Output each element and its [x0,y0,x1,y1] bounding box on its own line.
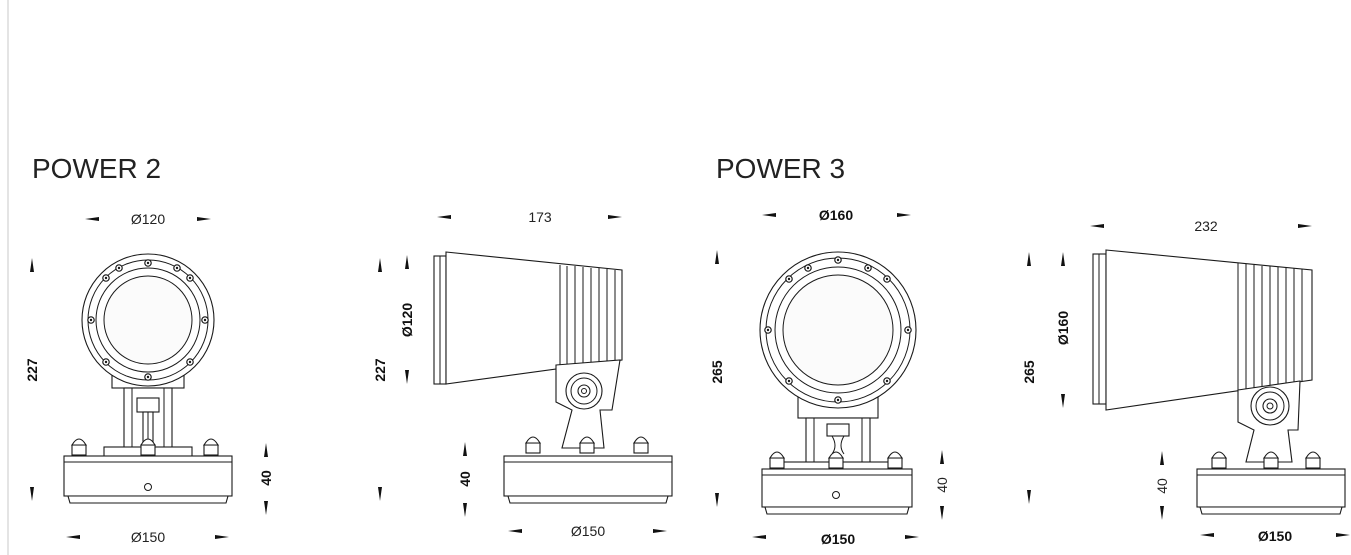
power2-front-height-label: 227 [24,358,40,382]
power3-side-height-label: 265 [1021,360,1037,384]
power2-side-head-diameter-label: Ø120 [399,303,415,337]
power3-side-base-diameter-label: Ø150 [1258,528,1292,544]
power2-front-view: Ø120 227 40 Ø150 [24,211,274,545]
power3-side-head-diameter-label: Ø160 [1055,311,1071,345]
power3-front-base-diameter-label: Ø150 [821,531,855,547]
product-title-power-3: POWER 3 [716,153,845,184]
power3-side-view: 232 Ø160 265 40 Ø150 [1021,218,1350,544]
product-title-power-2: POWER 2 [32,153,161,184]
power3-front-base-height-label: 40 [934,477,950,493]
power3-front-head-diameter-label: Ø160 [819,207,853,223]
power2-side-length-label: 173 [528,209,552,225]
power2-side-base-height-label: 40 [457,471,473,487]
power2-front-head-diameter-label: Ø120 [131,211,165,227]
power3-side-length-label: 232 [1194,218,1218,234]
power2-front-base-diameter-label: Ø150 [131,529,165,545]
power2-side-base-diameter-label: Ø150 [571,523,605,539]
power3-front-view: Ø160 265 40 Ø150 [709,207,950,547]
power2-front-base-height-label: 40 [258,470,274,486]
power3-side-base-height-label: 40 [1154,478,1170,494]
power3-front-height-label: 265 [709,360,725,384]
power2-side-height-label: 227 [372,358,388,382]
power2-side-view: 173 Ø120 227 40 Ø150 [372,209,673,539]
